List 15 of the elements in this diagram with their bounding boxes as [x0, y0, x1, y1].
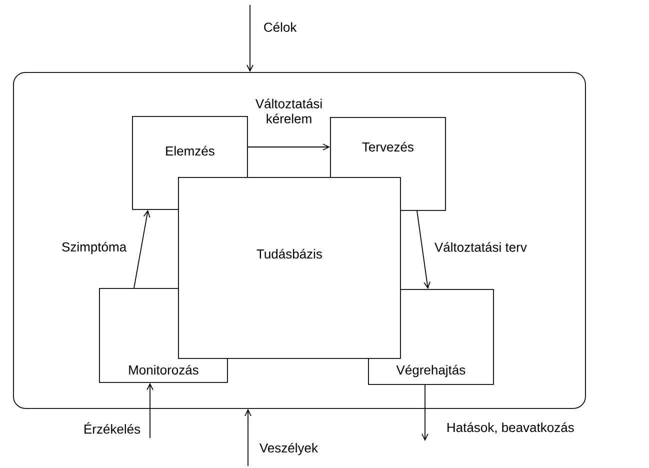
- arrow: [244, 408, 252, 466]
- arrow: [416, 210, 430, 289]
- edge-label: Szimptóma: [62, 242, 127, 254]
- edge-label: Változtatási terv: [434, 242, 527, 252]
- edge-label: Változtatási kérelem: [255, 98, 322, 124]
- arrow: [247, 144, 330, 150]
- arrow: [146, 382, 154, 438]
- edge-label: Érzékelés: [84, 422, 140, 434]
- edge-label: Hatások, beavatkozás: [448, 422, 574, 434]
- edge-label: Veszélyek: [260, 442, 318, 456]
- arrow: [422, 384, 428, 441]
- knowledge-box: Tudásbázis: [178, 177, 401, 359]
- arrow: [134, 210, 150, 288]
- edge-label: Célok: [264, 22, 297, 32]
- arrow: [246, 4, 254, 72]
